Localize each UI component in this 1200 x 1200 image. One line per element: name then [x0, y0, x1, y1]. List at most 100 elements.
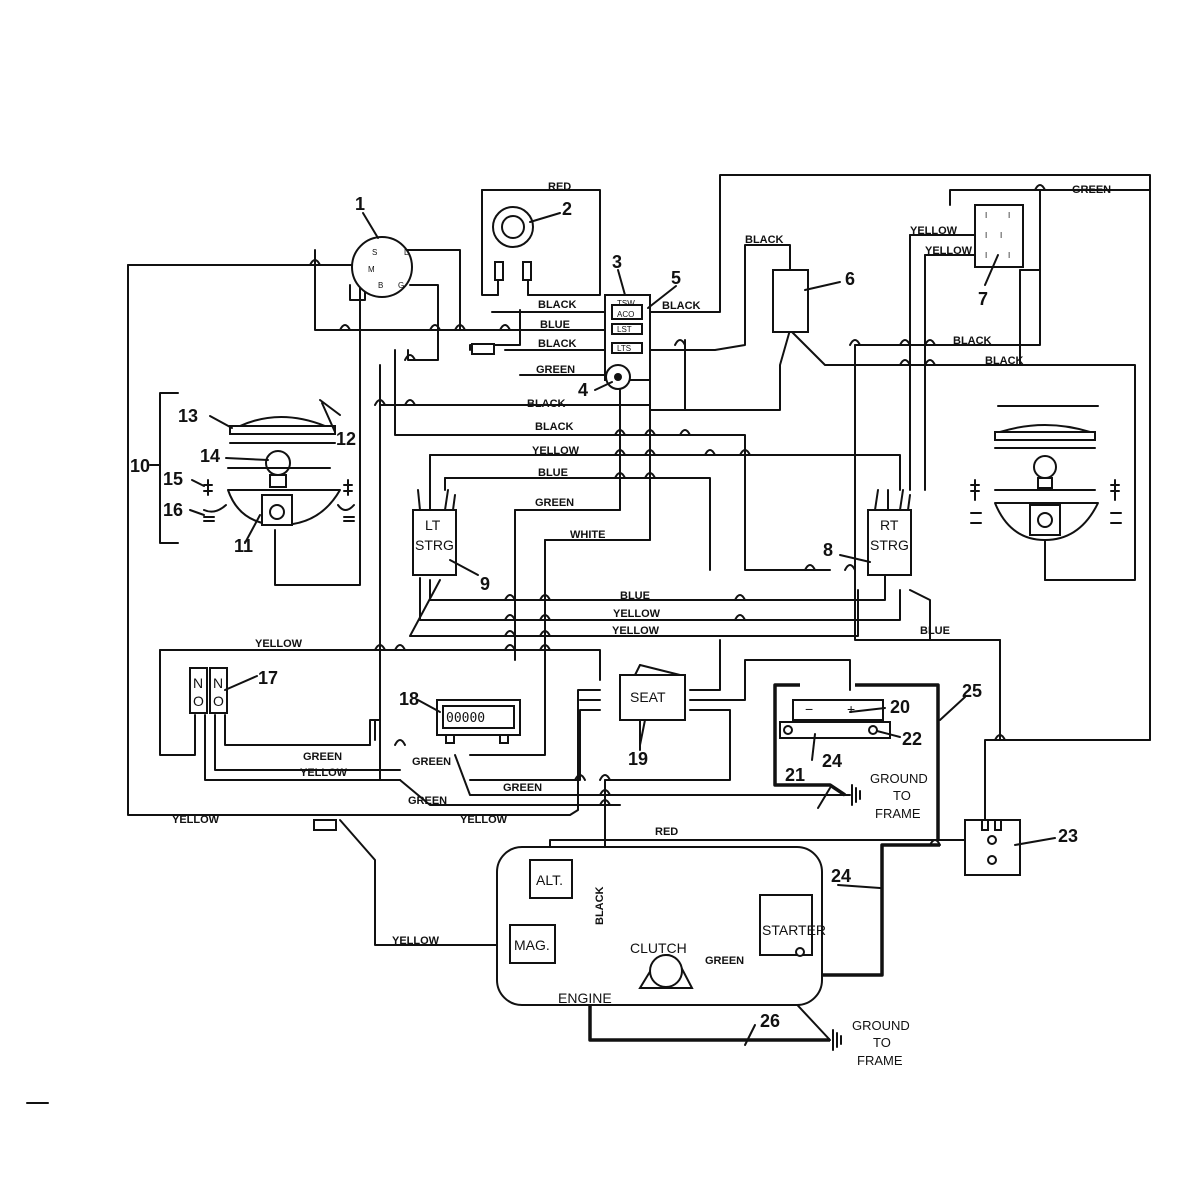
label-black-3: BLACK [527, 398, 566, 410]
callout-2: 2 [562, 199, 572, 219]
crossover-jumps [309, 184, 1046, 846]
hour-meter: 00000 [436, 699, 521, 744]
ground-symbol-2 [832, 1029, 842, 1051]
label-black-6: BLACK [745, 234, 784, 246]
engine-label: ENGINE [558, 990, 612, 1006]
component-6 [772, 269, 809, 333]
callout-10: 10 [130, 456, 150, 476]
label-black-r5: BLACK [662, 300, 701, 312]
wire-labels: RED BLACK BLUE BLACK GREEN BLACK BLACK G… [172, 181, 1111, 967]
svg-text:I: I [1008, 211, 1010, 220]
svg-text:I: I [985, 231, 987, 240]
callout-13: 13 [178, 406, 198, 426]
callout-8: 8 [823, 540, 833, 560]
module-terminal-3: LST [617, 325, 632, 334]
alt-label: ALT. [536, 872, 563, 888]
label-green-1: GREEN [536, 364, 575, 376]
label-green-2: GREEN [535, 497, 574, 509]
svg-text:TO: TO [873, 1035, 891, 1050]
label-black-7b: BLACK [985, 355, 1024, 367]
svg-text:I: I [1000, 231, 1002, 240]
label-black-7a: BLACK [953, 335, 992, 347]
callout-14: 14 [200, 446, 220, 466]
label-green-top: GREEN [1072, 184, 1111, 196]
normally-open-switches: N O N O [189, 667, 228, 714]
battery: − + [779, 699, 891, 739]
label-black-4: BLACK [535, 421, 574, 433]
switch-terminal-l: L [404, 248, 409, 257]
dome-light [492, 206, 534, 281]
seat-switch: SEAT [619, 664, 686, 721]
rt-strg-label-2: STRG [870, 537, 909, 553]
clutch-label: CLUTCH [630, 940, 687, 956]
callout-16: 16 [163, 500, 183, 520]
svg-text:TO: TO [893, 788, 911, 803]
callout-4: 4 [578, 380, 588, 400]
module-terminal-2: ACO [617, 310, 634, 319]
callout-3: 3 [612, 252, 622, 272]
ground-label-2: GROUND TO FRAME [852, 1018, 910, 1068]
label-yellow-7b: YELLOW [925, 245, 973, 257]
callout-19: 19 [628, 749, 648, 769]
left-headlight-assembly [159, 392, 355, 544]
ground-label-1: GROUND TO FRAME [870, 771, 928, 821]
label-red-top: RED [548, 181, 571, 193]
label-black-2: BLACK [538, 338, 577, 350]
label-green-3: GREEN [303, 751, 342, 763]
right-steering-switch: RT STRG [867, 489, 912, 576]
right-headlight-assembly [970, 405, 1122, 541]
callout-11: 11 [234, 536, 253, 556]
label-yellow-7: YELLOW [460, 814, 508, 826]
callout-26: 26 [760, 1011, 780, 1031]
label-blue-3: BLUE [620, 590, 650, 602]
callout-leaders [149, 212, 1056, 1046]
label-black-1: BLACK [538, 299, 577, 311]
callout-22: 22 [902, 729, 922, 749]
module-terminal-4: LTS [617, 344, 631, 353]
no-switch-1-n: N [193, 675, 203, 691]
label-green-5: GREEN [503, 782, 542, 794]
light-sensor [605, 364, 631, 390]
no-switch-2-n: N [213, 675, 223, 691]
ignition-switch: S L M B G [351, 236, 413, 298]
callout-24a: 24 [822, 751, 842, 771]
switch-terminal-g: G [398, 281, 404, 290]
callout-20: 20 [890, 697, 910, 717]
label-green-7: GREEN [705, 955, 744, 967]
callout-12: 12 [336, 429, 356, 449]
rt-strg-label-1: RT [880, 517, 899, 533]
callout-5: 5 [671, 268, 681, 288]
label-yellow-4: YELLOW [255, 638, 303, 650]
battery-plus: + [847, 701, 855, 717]
lt-strg-label-1: LT [425, 517, 441, 533]
switch-terminal-b: B [378, 281, 383, 290]
callout-6: 6 [845, 269, 855, 289]
callout-21: 21 [785, 765, 805, 785]
svg-text:GROUND: GROUND [870, 771, 928, 786]
label-white-1: WHITE [570, 529, 605, 541]
left-steering-switch: LT STRG [412, 489, 457, 576]
seat-label: SEAT [630, 689, 666, 705]
svg-text:GROUND: GROUND [852, 1018, 910, 1033]
svg-text:I: I [1008, 251, 1010, 260]
ground-symbol-1 [851, 784, 861, 806]
label-yellow-5: YELLOW [300, 767, 348, 779]
callout-25: 25 [962, 681, 982, 701]
label-black-vertical: BLACK [594, 886, 606, 925]
callout-17: 17 [258, 668, 278, 688]
label-yellow-2: YELLOW [613, 608, 661, 620]
mag-label: MAG. [514, 937, 550, 953]
label-green-6: GREEN [408, 795, 447, 807]
callout-numbers: 1 2 3 4 5 6 7 8 9 10 11 12 13 14 15 16 1… [130, 194, 1078, 1031]
label-green-4: GREEN [412, 756, 451, 768]
callout-1: 1 [355, 194, 365, 214]
label-yellow-7a: YELLOW [910, 225, 958, 237]
label-blue-1: BLUE [540, 319, 570, 331]
starter-solenoid [964, 819, 1021, 876]
switch-terminal-s: S [372, 248, 377, 257]
label-yellow-6: YELLOW [172, 814, 220, 826]
label-yellow-1: YELLOW [532, 445, 580, 457]
